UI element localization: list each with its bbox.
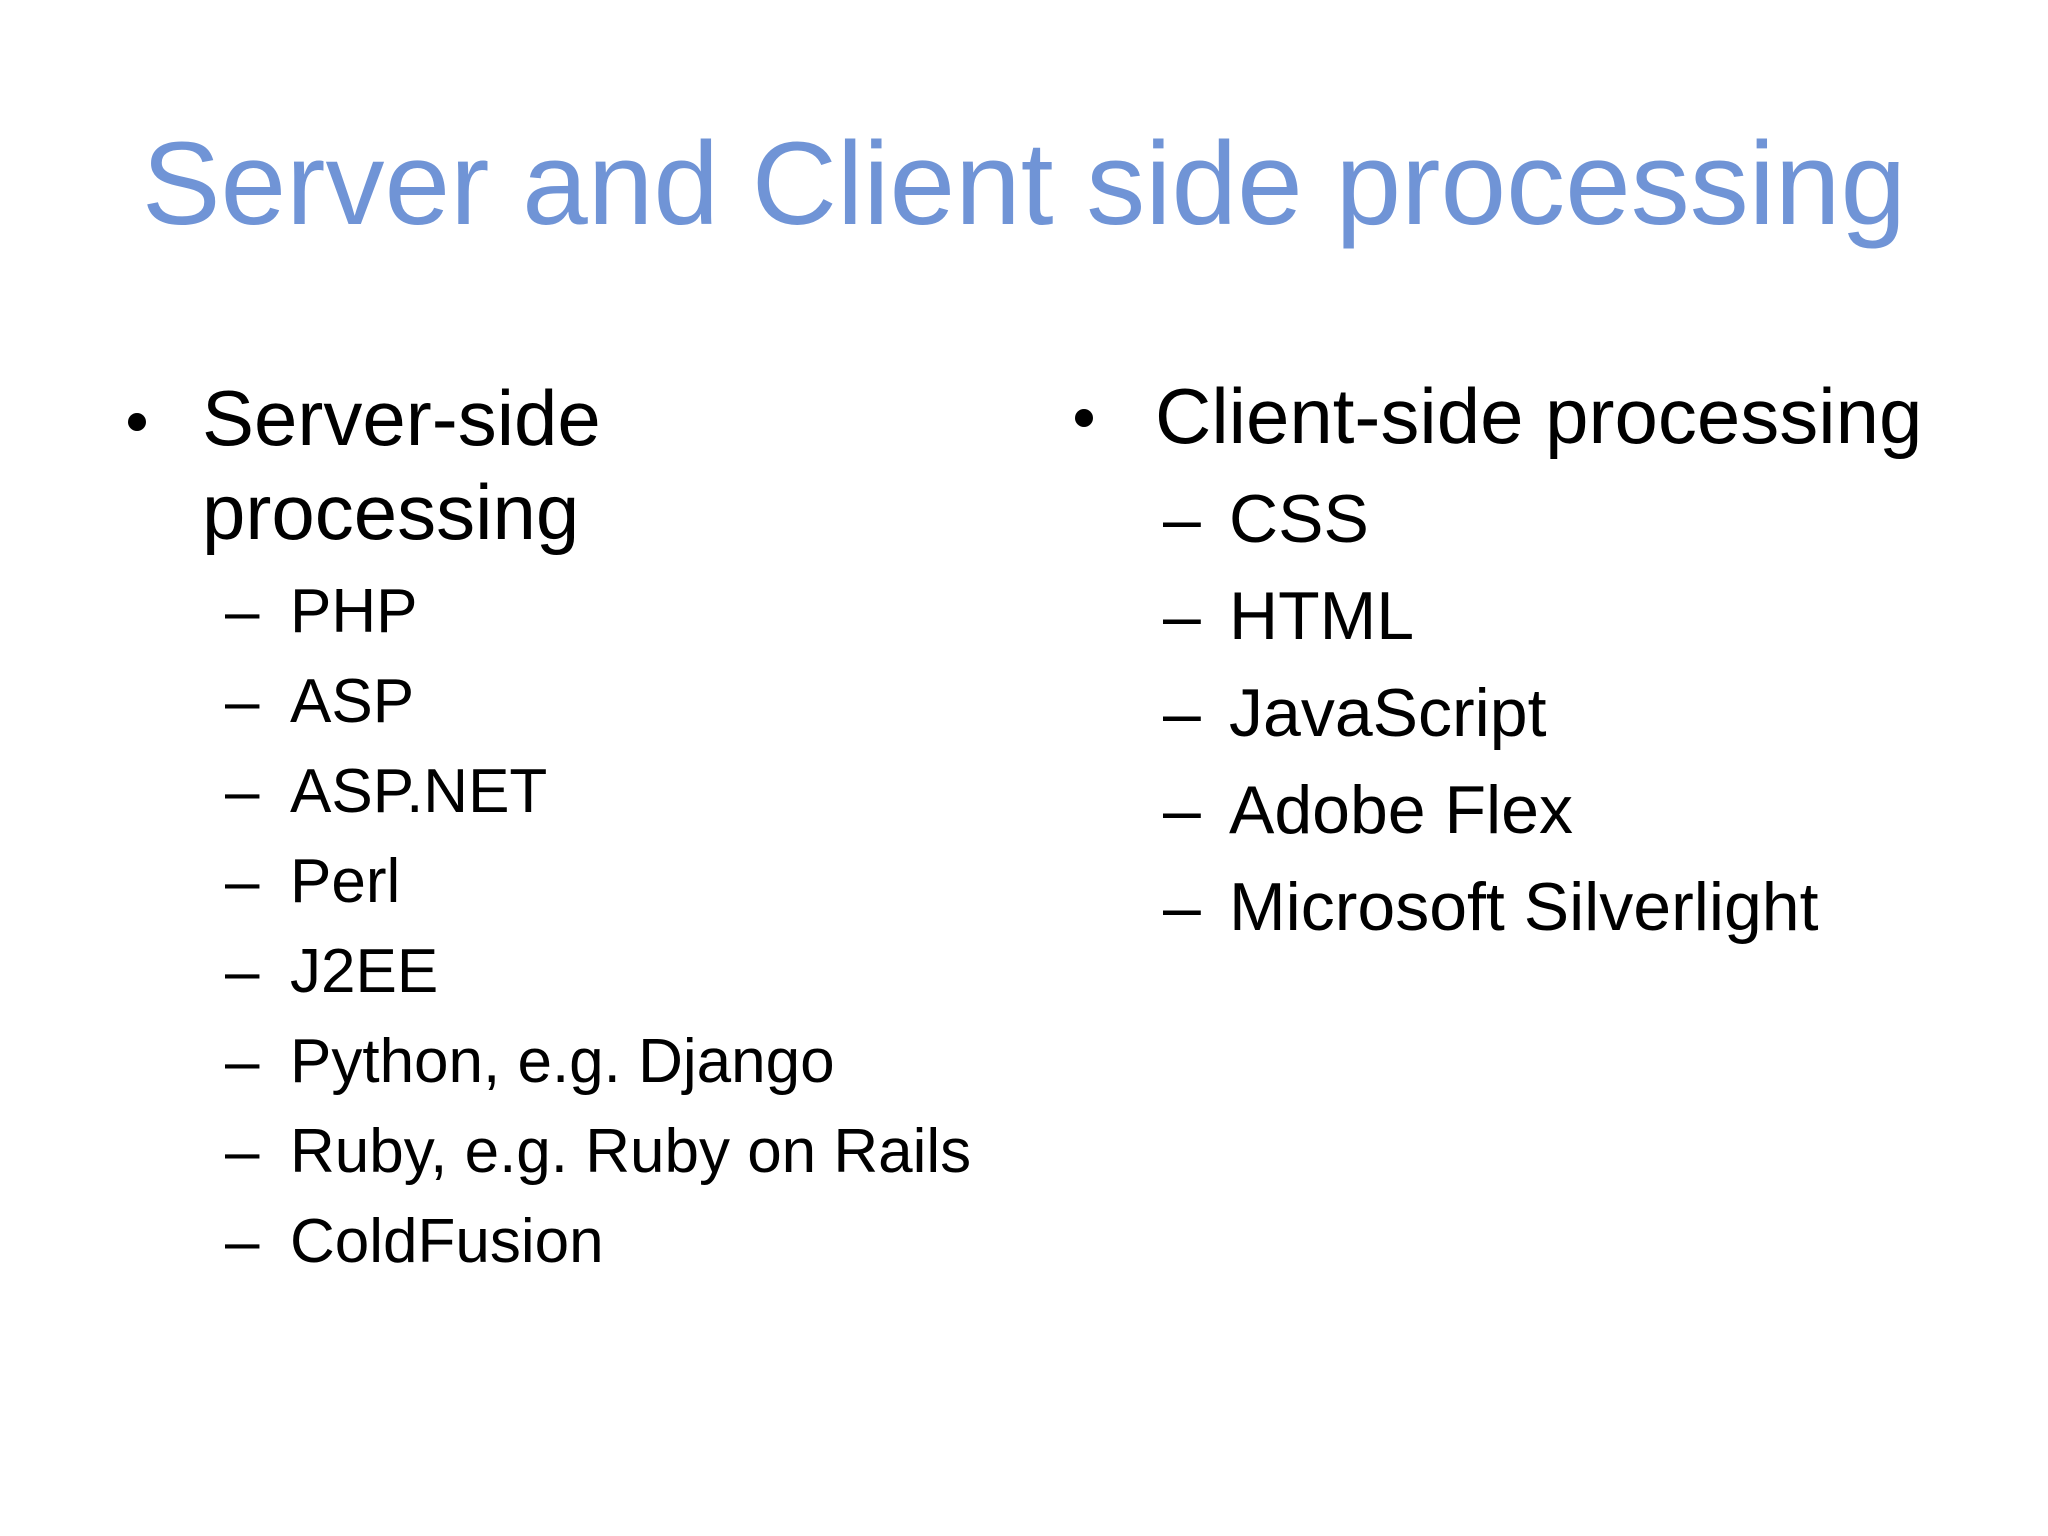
list-item-label: J2EE	[290, 937, 439, 1007]
bullet-icon	[128, 413, 146, 431]
dash-marker-icon: –	[225, 937, 260, 1007]
dash-marker-icon: –	[225, 1117, 260, 1187]
list-item: – ASP.NET	[225, 747, 989, 837]
list-item-label: Ruby, e.g. Ruby on Rails	[290, 1117, 972, 1187]
column-client-side: Client-side processing – CSS – HTML – Ja…	[1048, 370, 2048, 956]
bullet-heading-client-side: Client-side processing	[1048, 370, 2048, 464]
list-item: – Python, e.g. Django	[225, 1017, 989, 1107]
list-item: – J2EE	[225, 927, 989, 1017]
list-item-label: ASP.NET	[290, 757, 548, 827]
bullet-icon	[1075, 409, 1093, 427]
dash-marker-icon: –	[225, 577, 260, 647]
dash-marker-icon: –	[225, 757, 260, 827]
column-server-side: Server-side processing – PHP – ASP – ASP…	[105, 372, 989, 1287]
dash-marker-icon: –	[225, 1207, 260, 1277]
dash-marker-icon: –	[225, 1027, 260, 1097]
list-item-label: Perl	[290, 847, 401, 917]
client-side-list: – CSS – HTML – JavaScript – Adobe Flex –…	[1048, 471, 2048, 956]
slide-title: Server and Client side processing	[141, 118, 1907, 250]
list-item: – Microsoft Silverlight	[1163, 859, 2048, 956]
list-item-label: Microsoft Silverlight	[1229, 868, 1819, 945]
list-item-label: ASP	[290, 667, 415, 737]
bullet-heading-server-side: Server-side processing	[105, 372, 989, 559]
dash-marker-icon: –	[225, 667, 260, 737]
list-item-label: JavaScript	[1229, 674, 1547, 751]
list-item-label: Adobe Flex	[1229, 771, 1573, 848]
dash-marker-icon: –	[225, 847, 260, 917]
dash-marker-icon: –	[1163, 771, 1201, 848]
list-item-label: ColdFusion	[290, 1207, 604, 1277]
list-item-label: HTML	[1229, 577, 1415, 654]
list-item: – Adobe Flex	[1163, 762, 2048, 859]
list-item: – ColdFusion	[225, 1197, 989, 1287]
bullet-marker	[1048, 370, 1155, 464]
dash-marker-icon: –	[1163, 577, 1201, 654]
list-item-label: PHP	[290, 577, 418, 647]
bullet-marker	[105, 372, 202, 559]
list-item: – Perl	[225, 837, 989, 927]
column-heading: Client-side processing	[1155, 372, 1923, 460]
list-item: – ASP	[225, 657, 989, 747]
list-item-label: Python, e.g. Django	[290, 1027, 835, 1097]
column-heading: Server-side processing	[202, 374, 601, 556]
dash-marker-icon: –	[1163, 868, 1201, 945]
list-item: – JavaScript	[1163, 665, 2048, 762]
dash-marker-icon: –	[1163, 480, 1201, 557]
list-item: – HTML	[1163, 568, 2048, 665]
list-item-label: CSS	[1229, 480, 1369, 557]
list-item: – PHP	[225, 567, 989, 657]
list-item: – Ruby, e.g. Ruby on Rails	[225, 1107, 989, 1197]
server-side-list: – PHP – ASP – ASP.NET – Perl – J2EE – Py…	[105, 567, 989, 1287]
dash-marker-icon: –	[1163, 674, 1201, 751]
list-item: – CSS	[1163, 471, 2048, 568]
